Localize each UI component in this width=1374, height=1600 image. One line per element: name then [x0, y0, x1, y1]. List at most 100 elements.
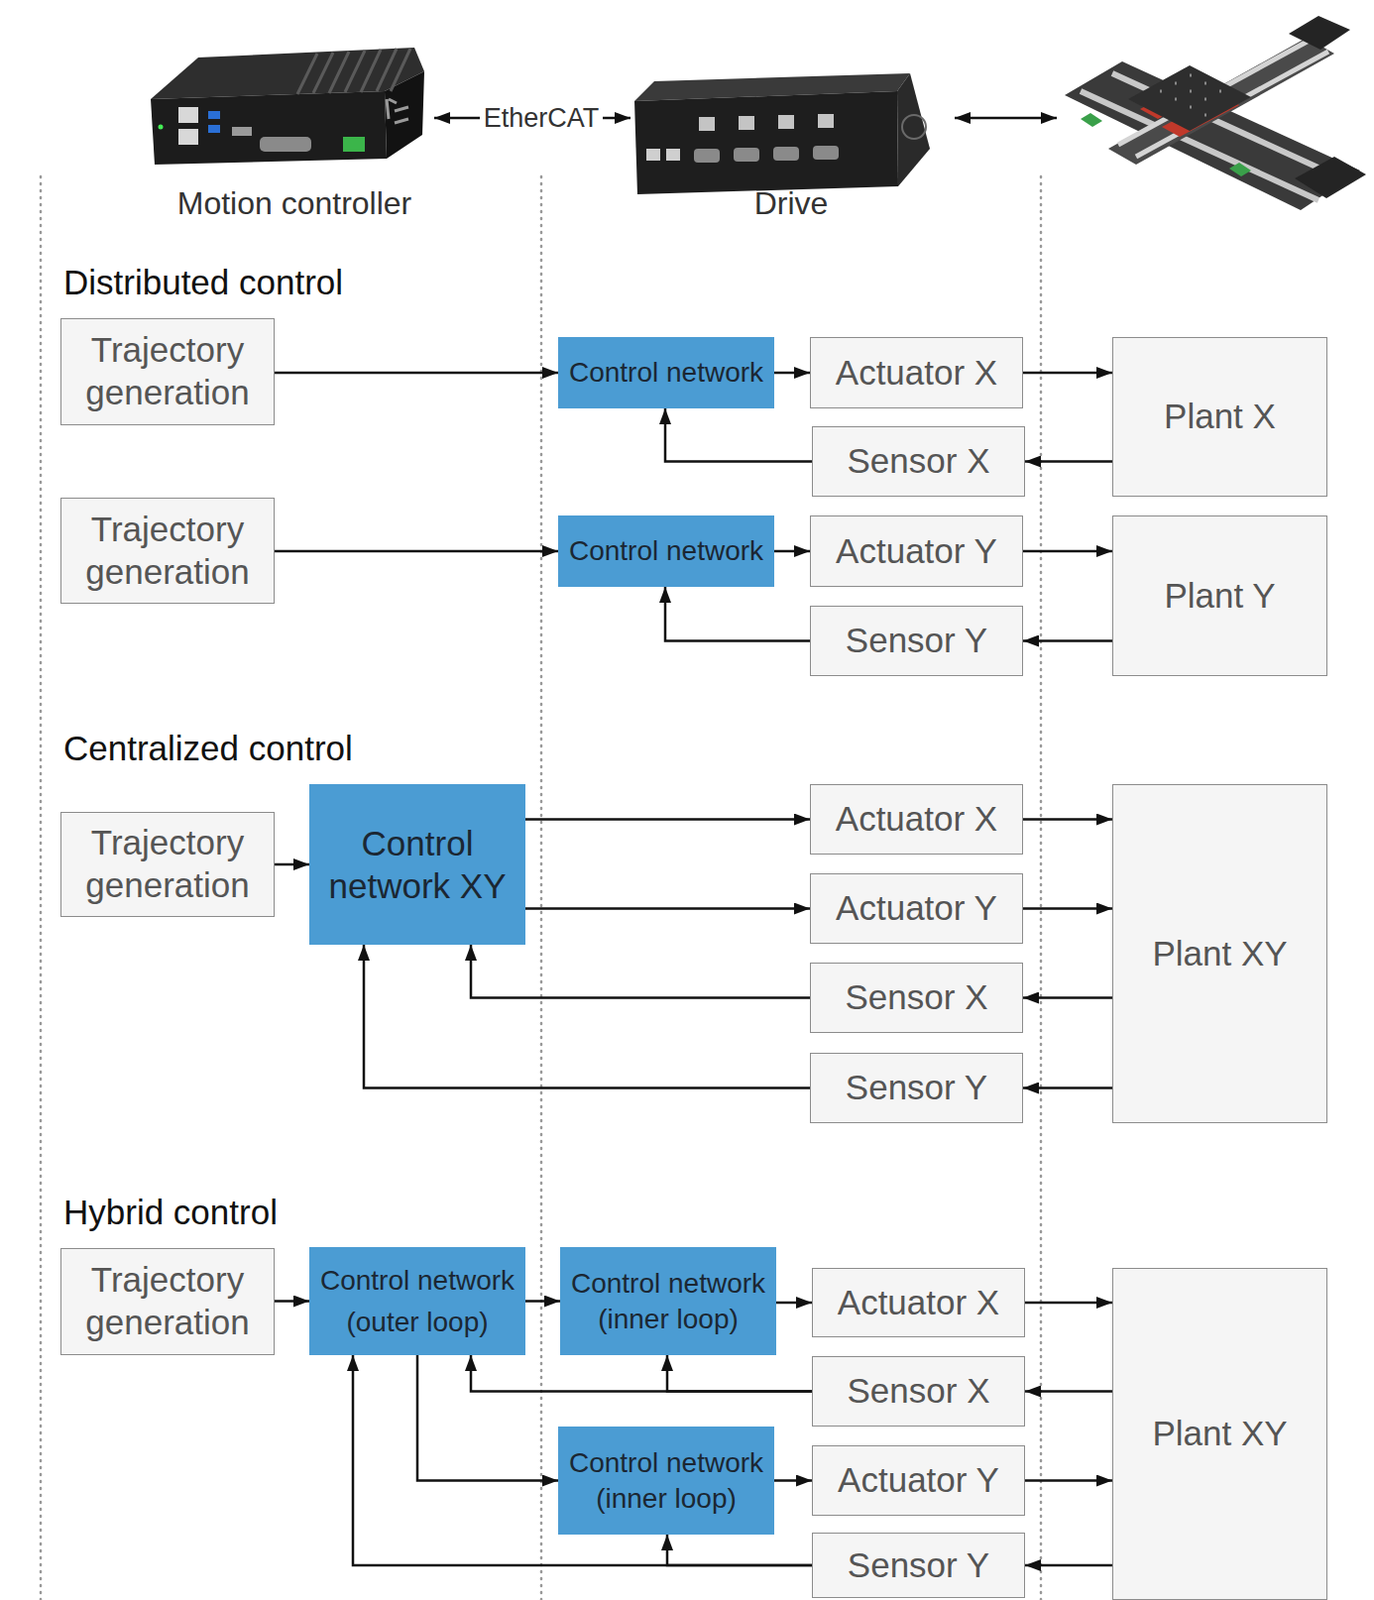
motor [1288, 15, 1351, 50]
mounting-holes [1159, 75, 1222, 115]
block-text: Actuator X [820, 1281, 1017, 1325]
block-text: Control network (outer loop) [317, 1259, 518, 1344]
signal-arrow [363, 944, 810, 1089]
block-text: Trajectory generation [69, 329, 266, 414]
end-stop [1229, 162, 1252, 177]
block-text: Control network (inner loop) [566, 1445, 767, 1517]
xy-stage-illustration [1064, 15, 1367, 211]
block-text: Sensor X [820, 1370, 1017, 1413]
signal-arrow [1023, 639, 1113, 643]
power-connector [778, 114, 795, 129]
block-text: Sensor X [820, 440, 1017, 483]
ethernet-port [178, 107, 199, 123]
block-text: Control network (inner loop) [568, 1265, 769, 1338]
block-text: Actuator X [818, 798, 1015, 841]
block-text: Sensor Y [818, 1066, 1015, 1110]
block-text: Control network [566, 534, 767, 569]
motor [1294, 156, 1367, 199]
system-block: Actuator X [809, 784, 1024, 855]
guide-rail [1118, 39, 1311, 145]
power-connector [817, 114, 834, 128]
signal-arrow [774, 550, 810, 554]
fieldbus-arrow [602, 116, 631, 120]
block-text: Control network [566, 355, 767, 390]
control-block: Control network (inner loop) [560, 1247, 777, 1356]
heatsink-fins [297, 48, 411, 95]
signal-arrow [525, 1299, 561, 1303]
separator-line [39, 176, 43, 1600]
block-text: Actuator X [818, 351, 1015, 395]
system-block: Trajectory generation [60, 811, 275, 917]
signal-arrow [417, 1355, 559, 1482]
system-block: Plant Y [1112, 515, 1328, 677]
system-block: Sensor X [809, 962, 1024, 1033]
system-block: Sensor X [811, 1356, 1026, 1427]
system-block: Trajectory generation [60, 318, 275, 426]
device-label: Drive [754, 185, 829, 223]
motion-controller-illustration [150, 47, 425, 165]
block-text: Sensor Y [818, 619, 1015, 663]
signal-arrow [1023, 907, 1113, 911]
section-heading: Distributed control [63, 262, 344, 303]
block-text: Actuator Y [818, 530, 1015, 573]
signal-arrow [1025, 1564, 1113, 1568]
signal-arrow [1025, 1389, 1113, 1393]
system-block: Sensor Y [809, 605, 1024, 677]
end-stop [1080, 113, 1103, 127]
system-block: Trajectory generation [60, 497, 275, 604]
signal-arrow [1023, 817, 1113, 821]
signal-arrow [667, 1355, 812, 1392]
encoder-connector [693, 148, 720, 163]
drive-illustration [634, 73, 930, 195]
device-side [384, 71, 425, 159]
ethernet-port [646, 148, 661, 161]
signal-arrow [470, 944, 810, 999]
device-front [150, 91, 387, 165]
signal-arrow [774, 371, 810, 375]
control-block: Control network (outer loop) [309, 1247, 526, 1356]
system-block: Trajectory generation [60, 1248, 275, 1356]
control-block: Control network XY [309, 784, 526, 945]
encoder-connector [733, 147, 760, 162]
block-text: Trajectory generation [69, 508, 266, 593]
signal-arrow [1023, 996, 1113, 1000]
power-terminal [343, 136, 365, 152]
signal-arrow [776, 1301, 812, 1305]
signal-arrow [774, 1479, 812, 1483]
control-block: Control network (inner loop) [558, 1426, 775, 1535]
signal-arrow [525, 907, 810, 911]
system-block: Plant X [1112, 337, 1328, 497]
bus-label: EtherCAT [483, 103, 600, 134]
system-block: Sensor X [811, 426, 1026, 497]
block-text: Actuator Y [818, 887, 1015, 930]
separator-line [1039, 176, 1043, 1600]
signal-arrow [1023, 371, 1113, 375]
power-connector [738, 115, 755, 130]
system-block: Actuator Y [809, 515, 1024, 587]
system-block: Actuator X [811, 1267, 1026, 1338]
block-text: Trajectory generation [69, 1259, 266, 1344]
power-connector [698, 116, 715, 131]
device-side [897, 73, 930, 187]
fieldbus-arrow [434, 116, 480, 120]
signal-arrow [352, 1355, 812, 1566]
system-block: Actuator Y [811, 1445, 1026, 1516]
signal-arrow [1023, 1086, 1113, 1090]
encoder-connector [773, 146, 800, 161]
system-block: Sensor Y [811, 1532, 1026, 1599]
usb-port [208, 124, 221, 133]
signal-arrow [667, 1534, 812, 1566]
upper-axis-plate [1108, 37, 1335, 165]
block-text: Control network XY [317, 821, 518, 908]
signal-arrow [1025, 459, 1113, 463]
signal-arrow [1025, 1479, 1113, 1483]
system-block: Actuator X [809, 337, 1024, 409]
system-block: Sensor Y [809, 1052, 1024, 1124]
encoder-connector [812, 145, 839, 160]
control-block: Control network [558, 515, 775, 587]
device-label: Motion controller [177, 185, 413, 223]
signal-arrow [274, 550, 559, 554]
signal-arrow [1025, 1301, 1113, 1305]
signal-arrow [1023, 550, 1113, 554]
cable-arrow [954, 116, 1057, 120]
